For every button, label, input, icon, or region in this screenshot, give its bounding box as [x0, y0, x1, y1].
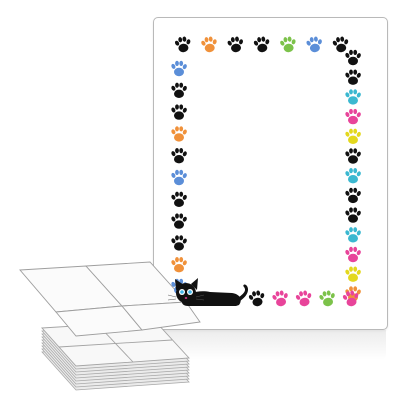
- paw-print-icon: [170, 104, 188, 120]
- paw-print-icon: [344, 227, 362, 243]
- paw-print-icon: [170, 126, 188, 142]
- paw-print-icon: [247, 289, 267, 308]
- paw-print-icon: [344, 148, 362, 164]
- paw-print-icon: [170, 60, 188, 77]
- folded-card-stack: [19, 261, 201, 391]
- paw-frame: [170, 35, 362, 308]
- paw-print-icon: [344, 69, 362, 85]
- paw-print-icon: [199, 35, 219, 54]
- black-cat-icon: [167, 278, 249, 306]
- paw-print-icon: [170, 169, 188, 186]
- paw-print-icon: [331, 35, 351, 54]
- paw-print-icon: [344, 89, 362, 105]
- paw-print-icon: [270, 289, 291, 308]
- paw-print-icon: [170, 213, 188, 229]
- paw-print-icon: [317, 289, 338, 308]
- paw-print-icon: [305, 35, 325, 54]
- paw-print-icon: [170, 191, 188, 207]
- paw-print-icon: [294, 289, 314, 308]
- paw-print-icon: [278, 35, 298, 54]
- paw-print-icon: [170, 257, 188, 273]
- sheet-reflection: [153, 330, 386, 360]
- paw-print-icon: [344, 266, 362, 282]
- paw-print-icon: [170, 235, 188, 251]
- paw-print-icon: [226, 35, 246, 54]
- open-card: [19, 261, 201, 337]
- paw-print-icon: [344, 168, 362, 184]
- paw-print-icon: [252, 35, 272, 54]
- paw-print-icon: [170, 82, 188, 98]
- paw-print-icon: [170, 148, 188, 164]
- paw-print-icon: [344, 187, 362, 204]
- paw-print-icon: [344, 128, 362, 144]
- paw-print-icon: [344, 246, 362, 263]
- paw-print-icon: [344, 49, 362, 66]
- paw-print-icon: [344, 108, 362, 125]
- paw-print-icon: [173, 35, 193, 54]
- paw-print-icon: [344, 207, 362, 223]
